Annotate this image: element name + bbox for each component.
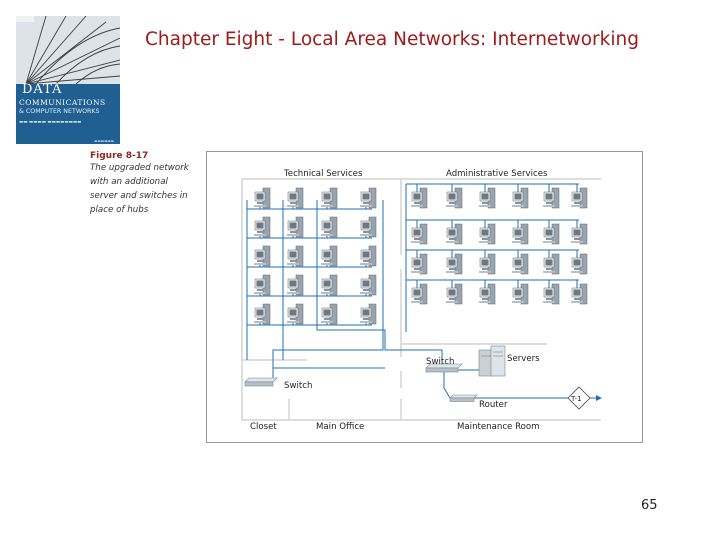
workstation-group xyxy=(254,187,588,325)
outer-wall xyxy=(241,179,601,421)
cover-title-line3: & COMPUTER NETWORKS xyxy=(19,108,100,115)
workstation-icon xyxy=(321,245,338,267)
slide-title: Chapter Eight - Local Area Networks: Int… xyxy=(145,29,639,50)
workstation-icon xyxy=(287,187,304,209)
workstation-icon xyxy=(321,303,338,325)
figure-label: Figure 8-17 xyxy=(90,151,149,161)
workstation-icon xyxy=(254,303,271,325)
label-switch-main: Switch xyxy=(426,357,454,367)
workstation-icon xyxy=(446,283,463,305)
workstation-icon xyxy=(571,253,588,275)
closet-to-backbone xyxy=(272,367,385,378)
workstation-icon xyxy=(254,274,271,296)
cover-title-line1: DATA xyxy=(22,82,63,97)
workstation-icon xyxy=(287,245,304,267)
workstation-icon xyxy=(446,253,463,275)
workstation-icon xyxy=(446,187,463,209)
workstation-icon xyxy=(543,283,560,305)
workstation-icon xyxy=(446,223,463,245)
tech-riser-inner xyxy=(316,200,385,331)
label-main-office: Main Office xyxy=(316,422,364,432)
workstation-icon xyxy=(321,216,338,238)
label-closet: Closet xyxy=(250,422,277,432)
label-technical-services: Technical Services xyxy=(283,169,363,179)
workstation-icon xyxy=(254,245,271,267)
switch-to-router xyxy=(443,372,451,399)
workstation-icon xyxy=(287,216,304,238)
workstation-icon xyxy=(512,187,529,209)
figure-caption: Figure 8-17 The upgraded network with an… xyxy=(90,151,200,217)
workstation-icon xyxy=(360,187,377,209)
workstation-icon xyxy=(479,187,496,209)
t1-arrow-icon xyxy=(596,395,602,401)
workstation-icon xyxy=(512,223,529,245)
router-icon xyxy=(449,394,478,402)
workstation-icon xyxy=(321,187,338,209)
workstation-icon xyxy=(512,253,529,275)
workstation-icon xyxy=(479,283,496,305)
backbone-to-main-switch xyxy=(384,330,443,364)
cover-subtitle-illegible: ▬▬ ▬▬▬▬ ▬▬▬▬▬▬▬▬ xyxy=(19,120,82,125)
workstation-icon xyxy=(254,216,271,238)
page-number: 65 xyxy=(641,498,658,513)
main-switch-icon xyxy=(425,363,463,373)
workstation-icon xyxy=(360,274,377,296)
cover-spokes-graphic xyxy=(16,16,120,85)
workstation-icon xyxy=(411,223,428,245)
network-diagram: Technical Services Administrative Servic… xyxy=(241,169,602,432)
workstation-icon xyxy=(360,245,377,267)
label-servers: Servers xyxy=(507,354,540,364)
t1-line-icon xyxy=(567,386,591,410)
label-switch-closet: Switch xyxy=(284,381,312,391)
label-maintenance-room: Maintenance Room xyxy=(457,422,540,432)
book-cover-image: DATA COMMUNICATIONS & COMPUTER NETWORKS … xyxy=(16,16,120,144)
workstation-icon xyxy=(512,283,529,305)
network-diagram-frame: Technical Services Administrative Servic… xyxy=(206,151,643,443)
label-router: Router xyxy=(479,400,508,410)
figure-caption-text: The upgraded network with an additional … xyxy=(90,163,189,215)
cover-title-line2: COMMUNICATIONS xyxy=(19,98,106,107)
workstation-icon xyxy=(411,187,428,209)
cover-artwork xyxy=(16,16,120,85)
publisher-badge xyxy=(16,16,34,22)
workstation-icon xyxy=(479,223,496,245)
workstation-icon xyxy=(411,283,428,305)
workstation-icon xyxy=(543,223,560,245)
workstation-icon xyxy=(360,303,377,325)
workstation-icon xyxy=(571,223,588,245)
workstation-icon xyxy=(543,253,560,275)
label-administrative-services: Administrative Services xyxy=(446,169,548,179)
closet-switch-icon xyxy=(244,377,278,387)
workstation-icon xyxy=(479,253,496,275)
network-cables xyxy=(246,183,596,399)
tech-riser-right xyxy=(272,200,384,378)
workstation-icon xyxy=(543,187,560,209)
workstation-icon xyxy=(321,274,338,296)
workstation-icon xyxy=(411,253,428,275)
cover-author-illegible: ▬▬▬▬▬▬ xyxy=(94,139,114,143)
workstation-icon xyxy=(571,283,588,305)
workstation-icon xyxy=(571,187,588,209)
workstation-icon xyxy=(254,187,271,209)
workstation-icon xyxy=(287,274,304,296)
label-t1: T-1 xyxy=(570,395,582,403)
workstation-icon xyxy=(287,303,304,325)
servers-icon xyxy=(478,345,506,377)
workstation-icon xyxy=(360,216,377,238)
floorplan-walls xyxy=(241,178,601,421)
